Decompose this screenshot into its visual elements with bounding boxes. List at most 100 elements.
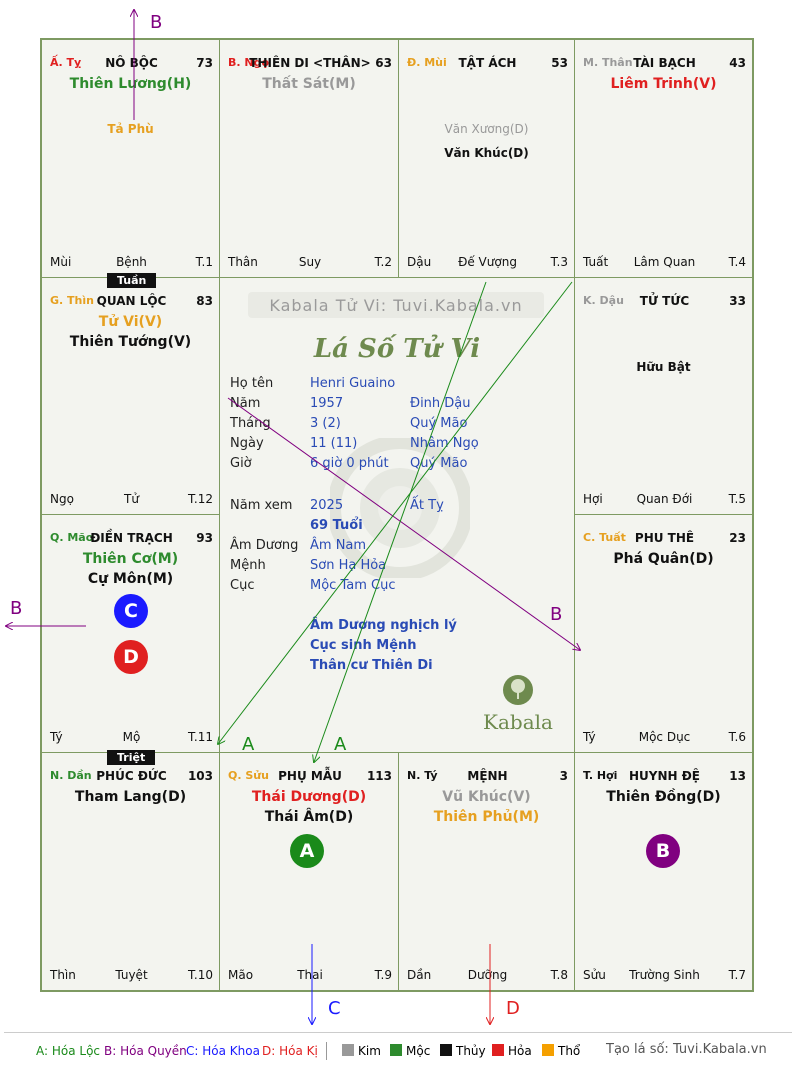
palace-can-chi: Đ. Mùi (407, 56, 447, 69)
palace-footer-stage: Đế Vượng (458, 255, 517, 269)
arrow-label-c: C (328, 998, 341, 1019)
hoa-loc-circle: A (290, 834, 324, 868)
info-value: 11 (11) (310, 436, 358, 451)
info-note: Âm Dương nghịch lý (230, 618, 570, 636)
palace-footer-branch: Mùi (50, 255, 72, 269)
arrow-label-b-top: B (150, 12, 163, 33)
info-value: Henri Guaino (310, 376, 396, 391)
palace-age: 3 (559, 769, 568, 783)
palace-footer-stage: Tử (124, 492, 139, 506)
info-label: Âm Dương (230, 538, 299, 553)
tuan-badge: Tuần (107, 273, 157, 288)
palace-footer-stage: Suy (298, 255, 322, 269)
palace-footer-stage: Trường Sinh (629, 968, 700, 982)
info-value-canchi: Quý Mão (410, 416, 468, 431)
main-star: Tham Lang(D) (74, 789, 187, 805)
palace-footer-index: T.7 (728, 968, 746, 982)
legend-thuy-label: Thủy (456, 1044, 486, 1058)
palace-footer-branch: Hợi (583, 492, 603, 506)
info-label: Tháng (230, 416, 271, 431)
legend: A: Hóa Lộc B: Hóa Quyền C: Hóa Khoa D: H… (0, 1036, 796, 1064)
palace-age: 33 (729, 294, 746, 308)
palace-footer-index: T.3 (550, 255, 568, 269)
arrow-label-d: D (506, 998, 520, 1019)
info-value: Sơn Hạ Hỏa (310, 558, 387, 573)
main-star: Tử Vi(V) (98, 314, 163, 330)
palace-footer-index: T.12 (188, 492, 213, 506)
palace-footer-index: T.9 (374, 968, 392, 982)
palace-age: 43 (729, 56, 746, 70)
legend-hoa-khoa: C: Hóa Khoa (186, 1044, 260, 1058)
palace-footer-stage: Thai (297, 968, 323, 982)
palace-footer-branch: Thân (228, 255, 258, 269)
yin-yang-watermark (330, 438, 470, 578)
legend-hoa-label: Hỏa (508, 1044, 532, 1058)
palace-footer-branch: Tý (583, 730, 596, 744)
palace-name: PHÚC ĐỨC (96, 769, 167, 783)
info-value: 6 giờ 0 phút (310, 456, 389, 471)
kim-swatch-icon (342, 1044, 354, 1056)
palace-footer-index: T.4 (728, 255, 746, 269)
legend-site-link[interactable]: Tạo lá số: Tuvi.Kabala.vn (606, 1042, 767, 1057)
info-note-text: Thân cư Thiên Di (310, 658, 433, 673)
arrow-a-2 (314, 281, 487, 762)
palace-name: PHU THÊ (634, 531, 695, 545)
palace-name: TẬT ÁCH (458, 56, 517, 70)
info-age: 69 Tuổi (310, 518, 363, 533)
main-star: Thiên Đồng(D) (606, 789, 721, 805)
main-star: Liêm Trinh(V) (610, 76, 717, 92)
legend-separator (326, 1042, 327, 1060)
palace-can-chi: T. Hợi (583, 769, 618, 782)
info-label: Năm (230, 396, 261, 411)
info-label: Ngày (230, 436, 264, 451)
arrow-label-a-2: A (334, 734, 347, 755)
legend-moc: Mộc (390, 1044, 430, 1058)
palace-footer-stage: Dưỡng (467, 968, 508, 982)
palace-footer-branch: Dần (407, 968, 432, 982)
arrow-label-b-left: B (10, 598, 23, 619)
palace-can-chi: Ấ. Tỵ (50, 56, 82, 69)
info-value: 3 (2) (310, 416, 341, 431)
minor-star: Hữu Bật (636, 360, 691, 374)
legend-hoa-ki: D: Hóa Kị (262, 1044, 318, 1058)
main-star: Vũ Khúc(V) (442, 789, 531, 805)
info-note-text: Cục sinh Mệnh (310, 638, 417, 653)
palace-footer-stage: Quan Đới (636, 492, 693, 506)
main-star: Thiên Cơ(M) (82, 551, 179, 567)
info-note: Cục sinh Mệnh (230, 638, 570, 656)
moc-swatch-icon (390, 1044, 402, 1056)
main-star: Cự Môn(M) (87, 571, 174, 587)
palace-name: HUYNH ĐỆ (629, 769, 700, 783)
legend-hoa-quyen: B: Hóa Quyền (104, 1044, 187, 1058)
palace-footer-branch: Mão (228, 968, 254, 982)
info-label: Giờ (230, 456, 252, 471)
palace-age: 93 (196, 531, 213, 545)
info-label: Năm xem (230, 498, 293, 513)
palace-footer-branch: Thìn (50, 968, 76, 982)
info-value: Mộc Tam Cục (310, 578, 396, 593)
palace-footer-index: T.8 (550, 968, 568, 982)
